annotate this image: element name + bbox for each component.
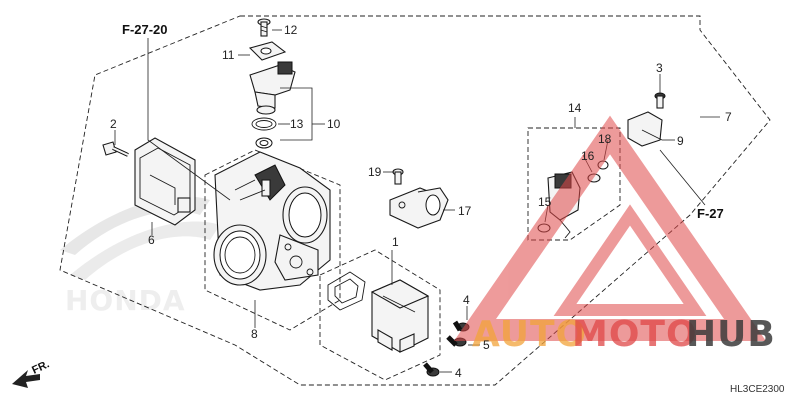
assembly-boundary [59,15,771,386]
label-12: 12 [284,23,298,37]
sensor-unit-part-1 [370,279,430,353]
o-ring-part-13 [251,117,277,149]
pipe-cap-part-9 [627,111,663,147]
bolt-part-3 [654,92,666,109]
ref-label-right: F-27 [697,206,724,221]
cover-part-6 [134,137,196,226]
label-1: 1 [392,235,399,249]
label-16: 16 [581,149,595,163]
label-5: 5 [483,338,490,352]
label-7: 7 [725,110,732,124]
ref-label-top-left: F-27-20 [122,22,168,37]
sensor-box-outline [319,249,441,381]
leader-lines [114,29,720,373]
plate-part-11 [248,41,287,61]
label-3: 3 [656,61,663,75]
label-11: 11 [222,48,235,62]
honda-wing-logo: HONDA [60,196,220,317]
label-8: 8 [251,327,258,341]
watermark-text-auto: AUTO [472,314,587,355]
screw-part-12 [257,18,271,37]
label-2: 2 [110,117,117,131]
bolt-part-2 [102,141,129,157]
callout-labels: 1 2 3 4 4 5 6 7 8 9 10 11 12 13 14 15 16… [110,23,732,380]
bolt-part-19 [392,168,404,185]
label-9: 9 [677,134,684,148]
label-15: 15 [538,195,552,209]
label-17: 17 [458,204,472,218]
diagram-code: HL3CE2300 [730,384,785,395]
label-10: 10 [327,117,341,131]
bolt-part-4-lower [423,362,440,377]
gasket-part [327,271,366,311]
watermark-text-moto: MOTO [572,314,698,355]
label-14: 14 [568,101,582,115]
watermark-text: AUTO MOTO HUB [472,314,776,355]
label-4-lower: 4 [455,366,462,380]
label-6: 6 [148,233,155,247]
front-label: FR. [30,358,51,376]
bracket-part-17 [389,187,449,229]
honda-brand-text: HONDA [65,284,186,317]
label-18: 18 [598,132,612,146]
label-4-upper: 4 [463,293,470,307]
automotohub-watermark [454,115,766,341]
label-19: 19 [368,165,382,179]
sensor-part-10 [249,61,296,115]
front-direction-arrow: FR. [12,358,51,388]
label-13: 13 [290,117,304,131]
throttle-body-part-8 [213,151,331,291]
watermark-text-hub: HUB [686,314,776,355]
